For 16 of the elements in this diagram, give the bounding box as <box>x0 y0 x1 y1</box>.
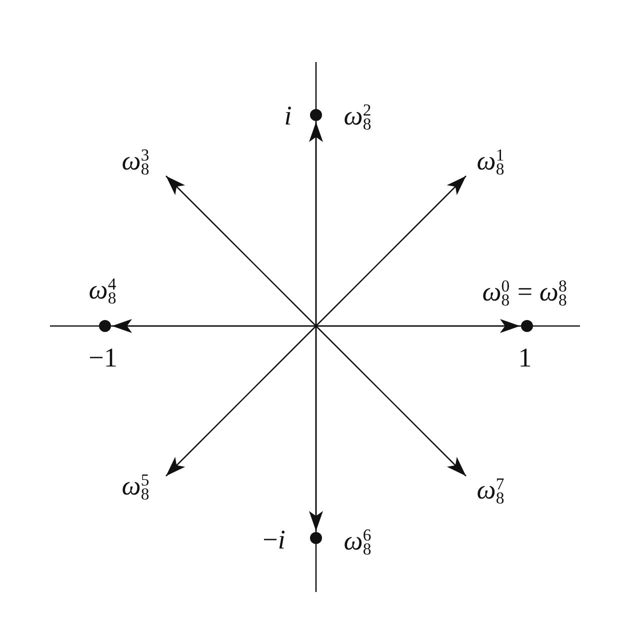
arrow <box>316 176 466 326</box>
point-dot <box>310 532 322 544</box>
arrow <box>316 326 466 476</box>
point-dot <box>310 109 322 121</box>
arrow <box>112 319 316 333</box>
arrow <box>309 122 323 326</box>
point-label: −1 <box>88 344 118 372</box>
arrow <box>166 326 316 476</box>
point-label: −i <box>262 526 286 554</box>
arrow <box>309 326 323 531</box>
arrow <box>316 319 520 333</box>
arrow <box>166 176 316 326</box>
point-dot <box>521 320 533 332</box>
point-label: i <box>284 102 292 130</box>
point-dot <box>99 320 111 332</box>
point-label: 1 <box>518 344 532 372</box>
